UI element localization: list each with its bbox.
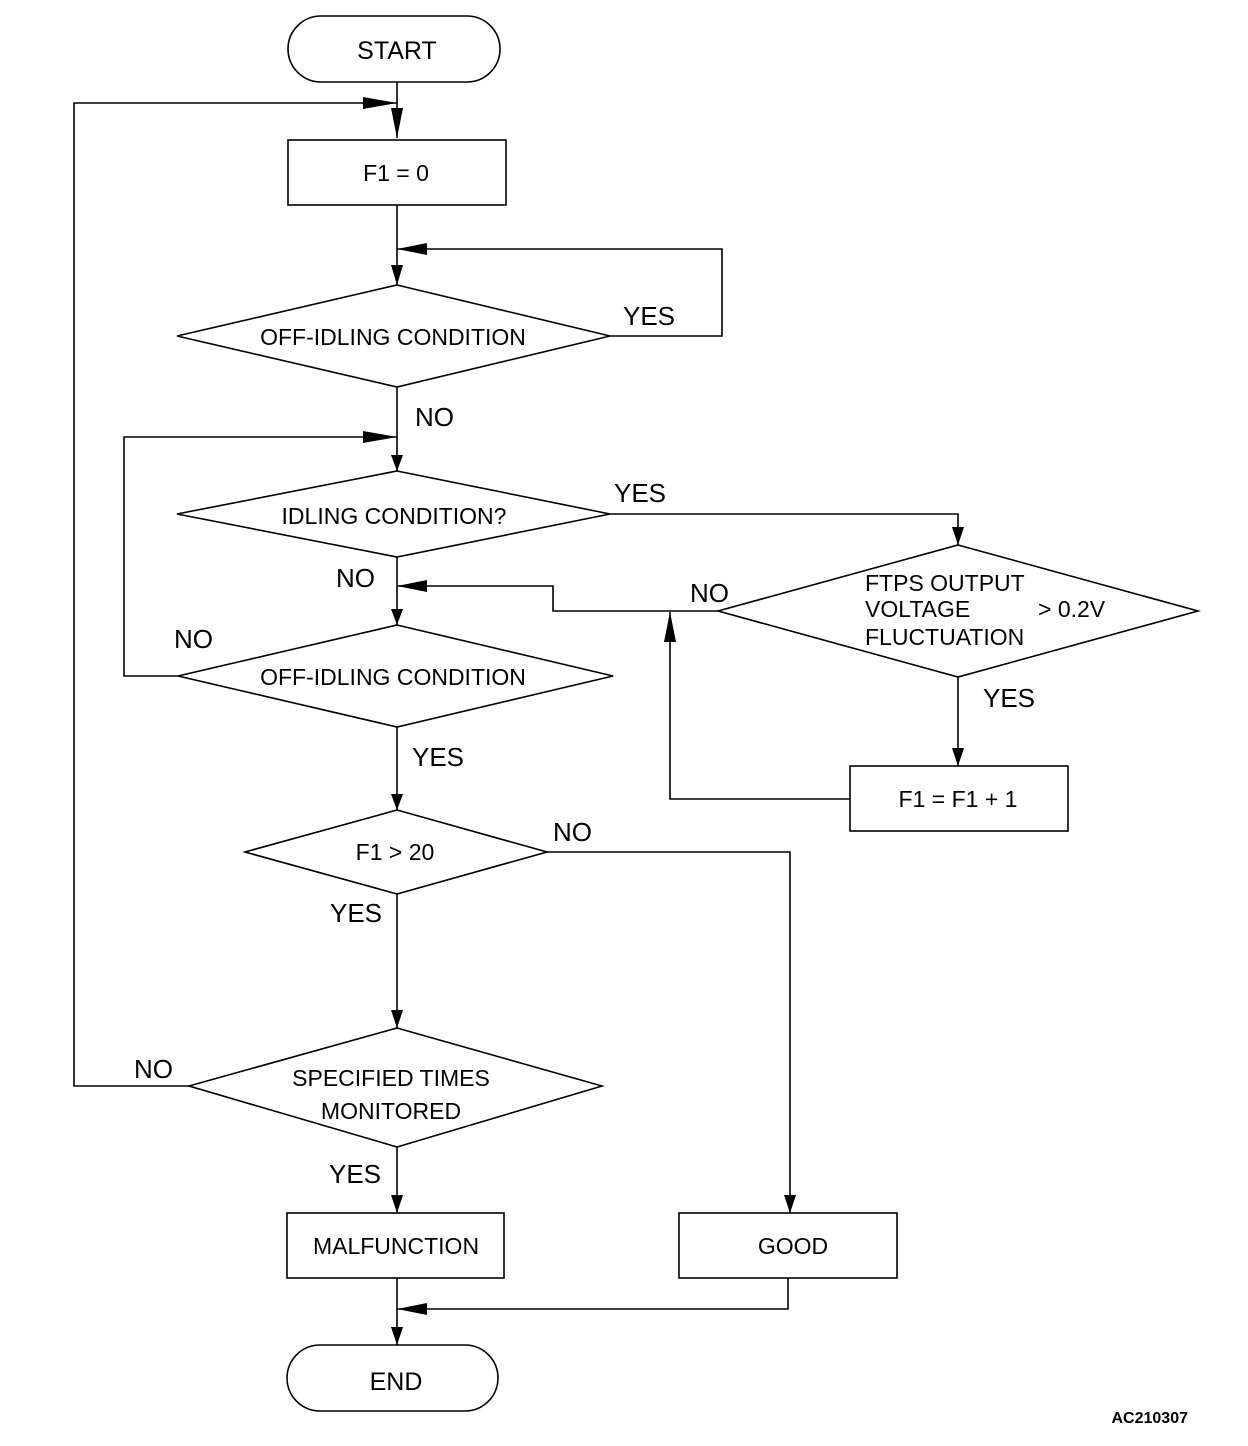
idling-label: IDLING CONDITION? [282, 503, 507, 529]
edge-label-specified-yes: YES [329, 1159, 381, 1189]
edge-label-off2-no: NO [174, 624, 213, 654]
arrowhead-into-off1 [391, 265, 403, 285]
arrowhead-off2-no [363, 431, 397, 443]
idling-decision [176, 470, 611, 558]
arrowhead-into-compare [391, 794, 403, 810]
figure-id: AC210307 [1112, 1410, 1189, 1427]
edge-label-idling-no: NO [336, 563, 375, 593]
edge-label-off1-no: NO [415, 402, 454, 432]
start-label: START [357, 37, 437, 65]
increment-label: F1 = F1 + 1 [899, 786, 1018, 812]
arrowhead-ftps-no [397, 580, 427, 592]
arrowhead-into-idling [391, 455, 403, 471]
start-terminal [287, 15, 501, 83]
edge-label-ftps-yes: YES [983, 683, 1035, 713]
arrowhead-into-reset [391, 108, 403, 138]
ftps-label-line3: FLUCTUATION [865, 624, 1024, 650]
off-idling-decision-1 [176, 284, 611, 388]
ftps-decision [714, 544, 1202, 678]
malfunction-box [286, 1212, 505, 1279]
edge-label-specified-no: NO [134, 1054, 173, 1084]
specified-label-line2: MONITORED [321, 1098, 461, 1124]
ftps-label-line2: VOLTAGE [865, 596, 970, 622]
connector-increment-return [669, 612, 850, 800]
connector-ftps-no [397, 585, 718, 612]
arrowhead-good-merge [397, 1303, 427, 1315]
arrowhead-into-specified [391, 1010, 403, 1028]
edge-label-compare-no: NO [553, 817, 592, 847]
good-box [678, 1212, 898, 1279]
reset-label: F1 = 0 [363, 160, 429, 186]
off-idling-1-label: OFF-IDLING CONDITION [260, 324, 526, 350]
connector-compare-no [547, 851, 791, 1213]
arrowhead-loop-specified [363, 97, 397, 109]
connector-idling-yes [610, 513, 959, 545]
edge-label-off1-yes: YES [623, 301, 675, 331]
arrowhead-into-end [391, 1327, 403, 1345]
specified-label-line1: SPECIFIED TIMES [292, 1065, 490, 1091]
specified-times-decision [186, 1027, 605, 1148]
arrowhead-into-off2 [391, 609, 403, 625]
edge-label-compare-yes: YES [330, 898, 382, 928]
arrowhead-into-good [784, 1195, 796, 1213]
arrowhead-into-ftps [952, 527, 964, 545]
edge-label-ftps-no: NO [690, 578, 729, 608]
arrowhead-increment-return [664, 612, 676, 642]
connector-off2-no-loop [123, 436, 397, 677]
connector-good-to-end [397, 1278, 789, 1310]
off-idling-decision-2 [177, 624, 614, 728]
edge-label-idling-yes: YES [614, 478, 666, 508]
compare-decision [241, 809, 550, 895]
compare-label: F1 > 20 [356, 839, 435, 865]
reset-process-box [287, 139, 507, 206]
connector-specified-no-loop [73, 102, 397, 1087]
arrowhead-into-malfunction [391, 1195, 403, 1213]
connector-off1-yes-loop [397, 248, 723, 337]
ftps-label-line1: FTPS OUTPUT [865, 570, 1025, 596]
edge-label-off2-yes: YES [412, 742, 464, 772]
arrowhead-off1-yes [397, 243, 427, 255]
end-terminal [286, 1344, 499, 1412]
ftps-label-threshold: > 0.2V [1038, 596, 1106, 622]
off-idling-2-label: OFF-IDLING CONDITION [260, 664, 526, 690]
arrowhead-into-increment [952, 748, 964, 766]
good-label: GOOD [758, 1233, 828, 1259]
increment-process-box [849, 765, 1069, 832]
end-label: END [370, 1368, 423, 1396]
malfunction-label: MALFUNCTION [313, 1233, 479, 1259]
